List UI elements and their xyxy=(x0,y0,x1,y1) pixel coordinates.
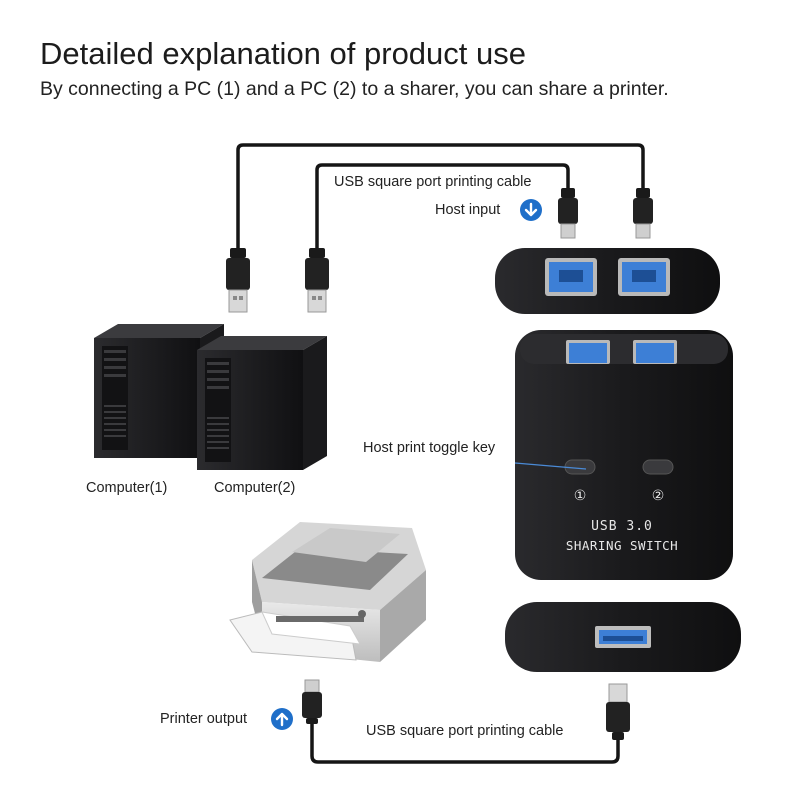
printer-output-label: Printer output xyxy=(160,711,248,727)
usb-b-plug-host1 xyxy=(558,188,578,239)
computer-2-label: Computer(2) xyxy=(214,480,296,496)
host-toggle-label: Host print toggle key xyxy=(363,440,496,456)
top-cables xyxy=(236,143,645,250)
usb-b-plug-printer xyxy=(302,679,322,724)
arrow-down-circle-icon xyxy=(520,199,542,221)
usb-a-plug-left xyxy=(226,248,250,313)
bottom-cable xyxy=(302,679,630,764)
host-input-label: Host input xyxy=(435,202,501,218)
page-subtitle: By connecting a PC (1) and a PC (2) to a… xyxy=(40,78,669,100)
usb-cable-top-label: USB square port printing cable xyxy=(334,174,532,190)
device-button-2-label: ② xyxy=(652,488,665,504)
printer xyxy=(229,522,426,662)
computer-2-tower xyxy=(197,336,327,470)
cable-pc2-to-host1 xyxy=(315,163,570,250)
switch-front-view xyxy=(515,330,733,580)
device-button-1-label: ① xyxy=(574,488,587,504)
computer-1-label: Computer(1) xyxy=(86,480,168,496)
usb-b-plug-host2 xyxy=(633,188,653,239)
usb-cable-bottom-label: USB square port printing cable xyxy=(366,723,564,739)
cable-pc1-to-host2 xyxy=(236,143,645,250)
switch-top-view xyxy=(495,248,720,314)
page-title: Detailed explanation of product use xyxy=(40,36,526,71)
usb-a-plug-bottom xyxy=(606,683,630,740)
switch-bottom-view xyxy=(505,602,741,672)
arrow-up-circle-icon xyxy=(271,708,293,730)
toggle-key-leader xyxy=(514,462,587,470)
device-label-line1: USB 3.0 xyxy=(591,519,653,534)
device-label-line2: SHARING SWITCH xyxy=(566,538,678,553)
usb-a-plug-right xyxy=(305,248,329,313)
